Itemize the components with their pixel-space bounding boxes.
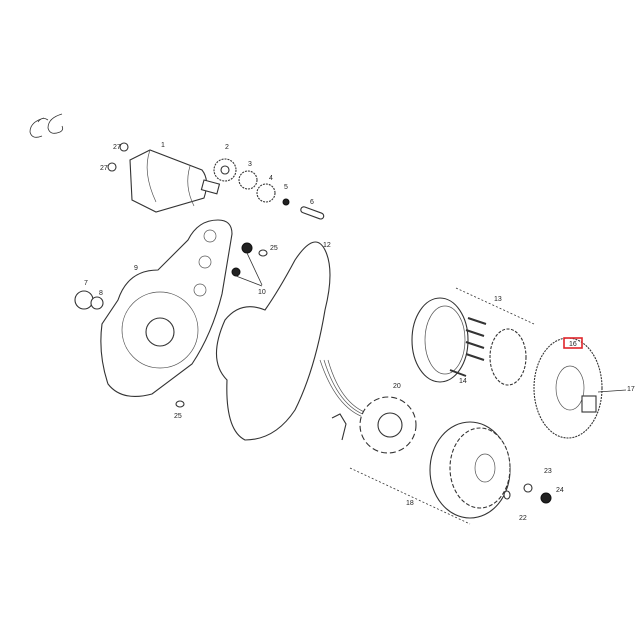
callout-25a: 25 <box>270 245 278 252</box>
group-line-13 <box>455 287 535 325</box>
gasket-part <box>215 241 331 441</box>
callout-1: 1 <box>161 142 165 149</box>
callout-27a: 27 <box>113 144 121 151</box>
callout-9: 9 <box>134 265 138 272</box>
cover <box>100 219 268 408</box>
callout-7: 7 <box>84 280 88 287</box>
seal-and-o-ring <box>74 290 104 310</box>
callout-12: 12 <box>323 242 331 249</box>
callout-14: 14 <box>459 378 467 385</box>
callout-5: 5 <box>284 184 288 191</box>
callout-24: 24 <box>556 487 564 494</box>
callout-22: 22 <box>519 515 527 522</box>
callout-2: 2 <box>225 144 229 151</box>
callout-27b: 27 <box>100 165 108 172</box>
logo <box>29 113 64 138</box>
callout-13: 13 <box>494 296 502 303</box>
callout-4: 4 <box>269 175 273 182</box>
screw-top-part <box>119 142 129 152</box>
callout-20: 20 <box>393 383 401 390</box>
callout-8: 8 <box>99 290 103 297</box>
callout-23: 23 <box>544 468 552 475</box>
clutch-assembly-part <box>411 297 603 439</box>
screw-bottom-part <box>107 162 117 172</box>
callout-18: 18 <box>406 500 414 507</box>
highlight-box <box>563 337 583 349</box>
gears <box>213 158 325 220</box>
stator <box>319 359 417 454</box>
callout-6: 6 <box>310 199 314 206</box>
flywheel <box>429 421 552 519</box>
callout-10: 10 <box>258 289 266 296</box>
starter-motor <box>129 149 221 213</box>
callout-16: 16 <box>569 341 577 348</box>
callout-17: 17 <box>627 386 635 393</box>
callout-3: 3 <box>248 161 252 168</box>
callout-25b: 25 <box>174 413 182 420</box>
